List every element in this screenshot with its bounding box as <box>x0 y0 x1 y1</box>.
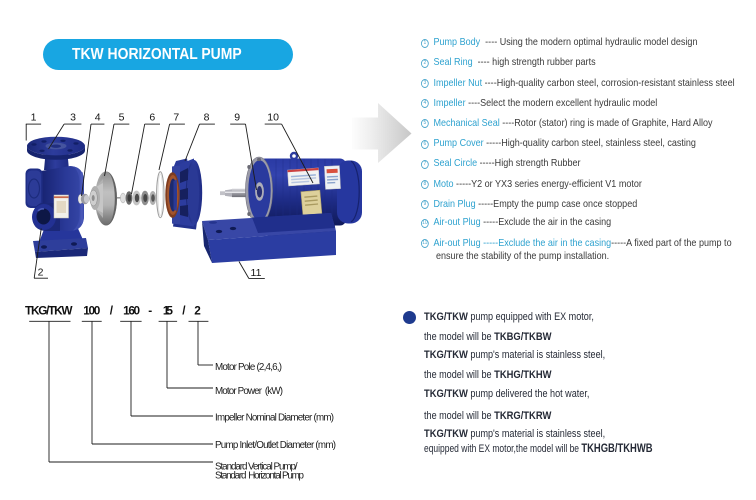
svg-text:Impeller Nominal Diameter (mm): Impeller Nominal Diameter (mm) <box>215 412 334 423</box>
svg-text:160: 160 <box>123 304 140 318</box>
svg-text:11: 11 <box>251 267 262 279</box>
svg-text:Standard Vertical Pump/: Standard Vertical Pump/ <box>215 461 298 472</box>
svg-text:-: - <box>148 304 152 318</box>
svg-text:/: / <box>182 304 186 318</box>
svg-text:15: 15 <box>163 304 173 318</box>
svg-text:4: 4 <box>95 112 101 124</box>
svg-text:100: 100 <box>83 304 100 318</box>
svg-text:2: 2 <box>38 267 44 279</box>
svg-text:9: 9 <box>234 112 240 124</box>
svg-text:Pump Inlet/Outlet Diameter (mm: Pump Inlet/Outlet Diameter (mm) <box>215 440 336 451</box>
svg-text:3: 3 <box>70 112 76 124</box>
svg-text:/: / <box>110 304 114 318</box>
svg-text:10: 10 <box>267 112 279 124</box>
svg-text:7: 7 <box>173 112 179 124</box>
svg-text:Motor Pole (2,4,6,): Motor Pole (2,4,6,) <box>215 362 282 373</box>
svg-text:1: 1 <box>31 112 37 124</box>
svg-text:6: 6 <box>149 112 155 124</box>
svg-text:2: 2 <box>194 304 201 318</box>
svg-text:Standard Horizontal Pump: Standard Horizontal Pump <box>215 470 305 481</box>
svg-text:8: 8 <box>204 112 210 124</box>
svg-text:5: 5 <box>119 112 125 124</box>
svg-text:Motor Power (kW): Motor Power (kW) <box>215 386 283 397</box>
svg-text:TKG/TKW: TKG/TKW <box>25 304 73 318</box>
